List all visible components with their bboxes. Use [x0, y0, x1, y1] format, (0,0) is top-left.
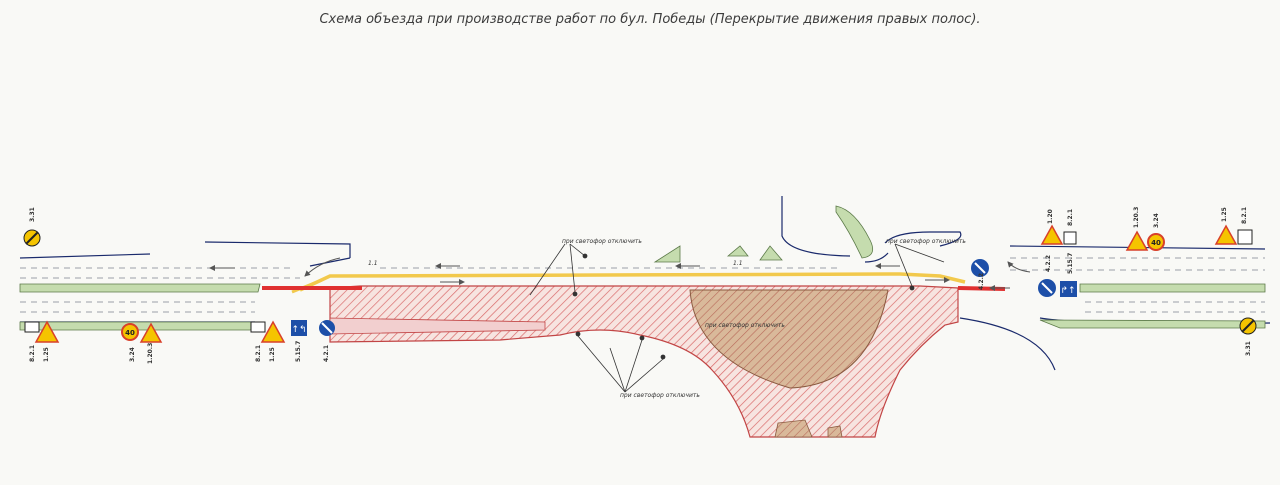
barriers	[262, 286, 1006, 291]
island-fragment-2	[827, 425, 843, 438]
sign-number: 3.31	[1245, 341, 1252, 356]
sign-number: 3.24	[1153, 213, 1160, 228]
signal-off-label-upper: при светофор отключить	[562, 238, 642, 245]
sign-number: 1.25	[43, 347, 50, 362]
traffic-islands	[653, 205, 874, 263]
median-strip	[19, 283, 1266, 331]
lane-mark-1: 1.1	[368, 260, 378, 267]
svg-text:↱↑: ↱↑	[1060, 286, 1075, 296]
sign-keep-left-right: 4.2.2	[971, 259, 989, 290]
sign-number: 1.25	[1221, 207, 1228, 222]
sign-number: 4.2.1	[323, 345, 330, 362]
traffic-arrows	[209, 257, 1031, 291]
sign-speed-limit-left: 40 3.24 1.20.3	[121, 322, 163, 364]
sign-number: 1.20	[1047, 209, 1054, 224]
speed-limit-value: 40	[1151, 239, 1161, 247]
signal-off-label-lower: при светофор отключить	[620, 392, 700, 399]
sign-roadwork-left-2: 8.2.1 1.25	[250, 320, 286, 362]
sign-number: 1.20.3	[1133, 207, 1140, 228]
sign-roadwork-left: 8.2.1 1.25	[24, 320, 60, 362]
signal-off-label-right: при светофор отключить	[886, 238, 966, 245]
sign-number: 1.25	[269, 347, 276, 362]
sign-number: 4.2.2	[978, 273, 985, 290]
sign-number: 5.15.7	[295, 341, 302, 362]
sign-end-restrictions-left: 3.31	[23, 207, 41, 247]
signal-markers	[529, 243, 945, 393]
road-edges	[19, 196, 1271, 371]
sign-end-restrictions-right: 3.31	[1239, 317, 1257, 356]
island-fragment-1	[774, 419, 813, 438]
sign-number: 3.31	[29, 207, 36, 222]
island-label: при светофор отключить	[705, 322, 785, 329]
sign-speed-limit-right: 40 1.20.3 3.24	[1125, 207, 1165, 251]
sign-lane-direction-right: ↱↑ 4.2.2 5.15.7	[1038, 253, 1077, 297]
sign-number: 5.15.7	[1067, 253, 1074, 274]
lane-dash-lines	[20, 257, 1265, 313]
sign-number: 8.2.1	[255, 345, 262, 362]
sign-number: 8.2.1	[1067, 209, 1074, 226]
sign-number: 1.20.3	[147, 343, 154, 364]
sign-number: 8.2.1	[29, 345, 36, 362]
sign-roadwork-right-2: 1.25 8.2.1	[1214, 207, 1253, 245]
speed-limit-value: 40	[125, 329, 135, 337]
sign-number: 3.24	[129, 347, 136, 362]
sign-lane-direction-left: ↑↰ 5.15.7 4.2.1	[291, 320, 335, 362]
central-roundabout-island	[689, 289, 889, 389]
scheme-title: Схема объезда при производстве работ по …	[319, 12, 981, 27]
sign-number: 4.2.2	[1045, 255, 1052, 272]
svg-text:↑↰: ↑↰	[291, 325, 306, 335]
lane-mark-2: 1.1	[733, 260, 743, 267]
sign-number: 8.2.1	[1241, 207, 1248, 224]
sign-roadwork-right-1: 1.20 8.2.1	[1040, 209, 1077, 245]
